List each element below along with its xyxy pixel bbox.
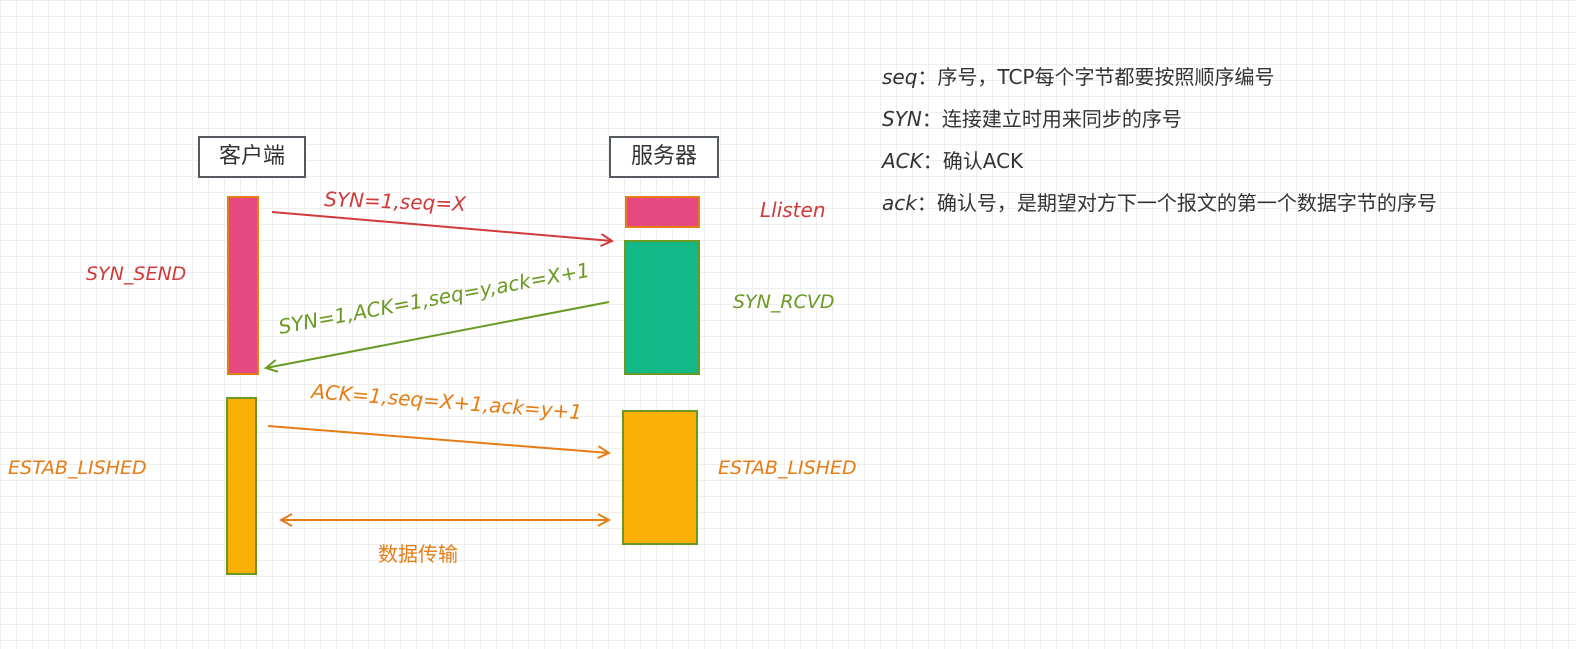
syn-message-label: SYN=1,seq=X (324, 187, 468, 216)
legend-item-seq: seq：序号，TCP每个字节都要按照顺序编号 (882, 56, 1437, 98)
legend-term: ACK (882, 149, 923, 173)
syn-arrow (271, 211, 612, 241)
server-established-bar (622, 410, 698, 545)
syn-ack-message-label: SYN=1,ACK=1,seq=y,ack=X+1 (277, 258, 592, 339)
server-syn-rcvd-state: SYN_RCVD (733, 291, 834, 313)
server-listen-state: Llisten (760, 198, 826, 222)
client-established-bar (226, 397, 257, 575)
legend-item-syn: SYN：连接建立时用来同步的序号 (882, 98, 1437, 140)
legend-sep: ： (921, 107, 942, 131)
legend-sep: ： (917, 65, 938, 89)
legend-term: seq (882, 65, 918, 89)
legend: seq：序号，TCP每个字节都要按照顺序编号 SYN：连接建立时用来同步的序号 … (882, 56, 1437, 224)
legend-desc: 确认号，是期望对方下一个报文的第一个数据字节的序号 (936, 191, 1437, 215)
syn-ack-arrow (266, 301, 610, 368)
client-syn-send-bar (227, 196, 259, 375)
server-label: 服务器 (609, 136, 719, 178)
legend-desc: 序号，TCP每个字节都要按照顺序编号 (937, 65, 1275, 89)
server-listen-bar (625, 196, 700, 228)
legend-sep: ： (922, 149, 943, 173)
legend-term: ack (882, 191, 917, 215)
client-established-state: ESTAB_LISHED (8, 457, 147, 479)
legend-item-ack-flag: ACK：确认ACK (882, 140, 1437, 182)
data-transfer-label: 数据传输 (378, 542, 458, 566)
client-label: 客户端 (198, 136, 306, 178)
client-syn-send-state: SYN_SEND (86, 263, 186, 285)
ack-arrow (267, 425, 609, 453)
legend-desc: 连接建立时用来同步的序号 (941, 107, 1182, 131)
server-syn-rcvd-bar (624, 240, 700, 375)
ack-message-label: ACK=1,seq=X+1,ack=y+1 (309, 379, 583, 424)
legend-sep: ： (916, 191, 937, 215)
legend-desc: 确认ACK (942, 149, 1024, 173)
legend-item-ack-number: ack：确认号，是期望对方下一个报文的第一个数据字节的序号 (882, 182, 1437, 224)
server-established-state: ESTAB_LISHED (718, 457, 857, 479)
legend-term: SYN (882, 107, 922, 131)
